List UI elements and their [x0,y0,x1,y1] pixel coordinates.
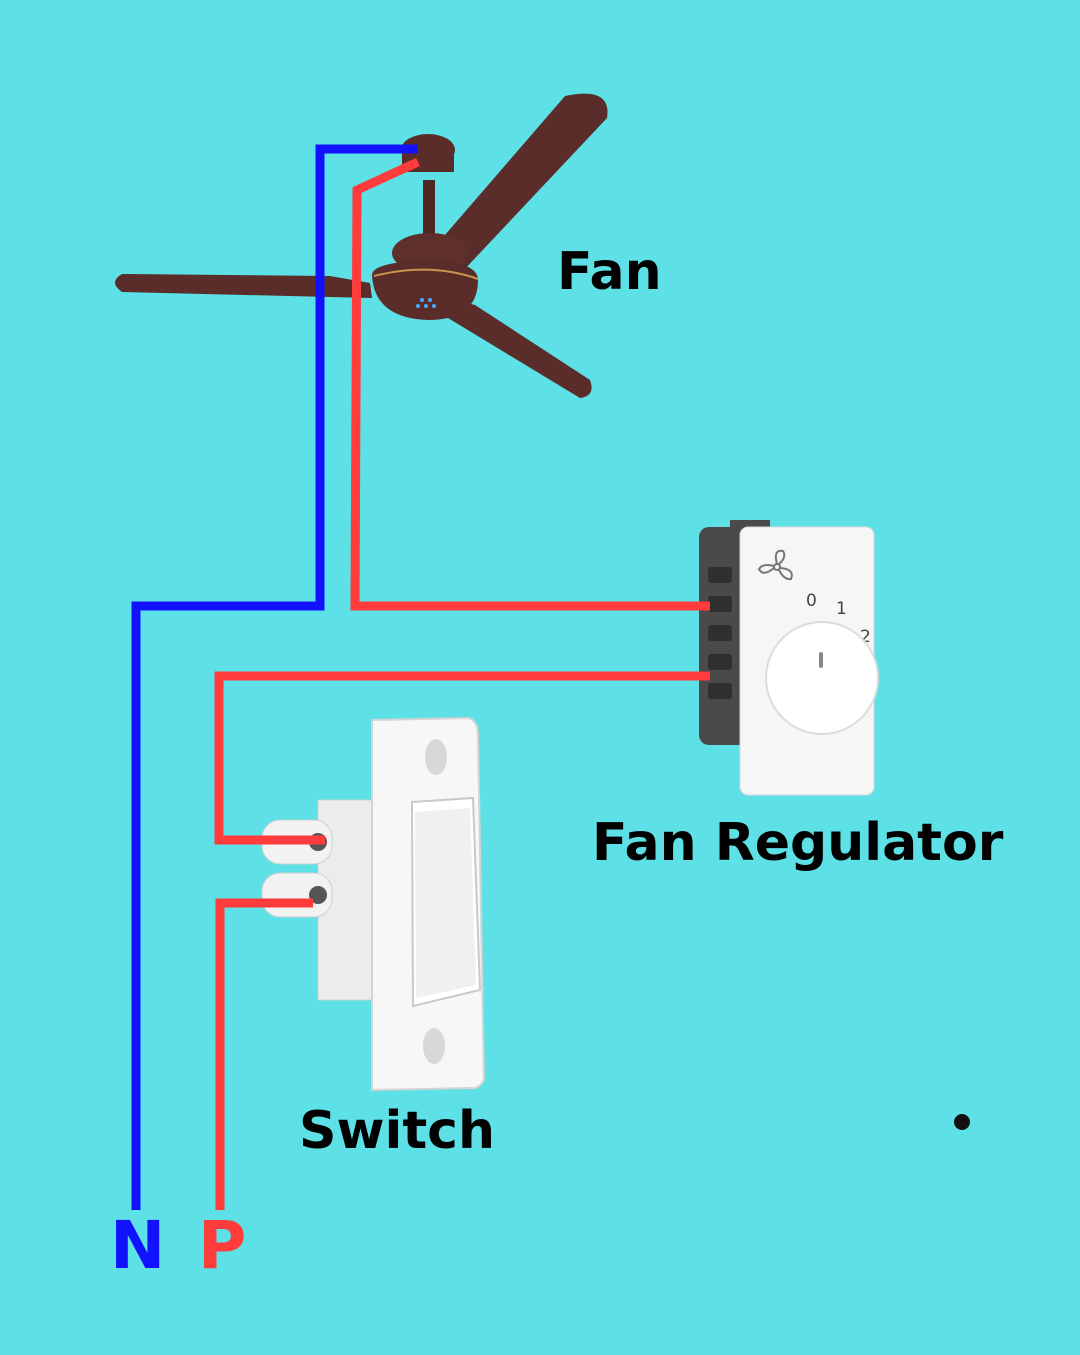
wires [131,144,710,1210]
dial-mark-1: 1 [836,599,847,619]
fan-symbol-icon [757,549,793,581]
fan-regulator: 0 1 2 [699,520,879,796]
phase-wire-regulator-to-switch [214,671,710,845]
switch-screw-hole-top [425,739,447,775]
switch-label: Switch [299,1101,496,1161]
phase-wire-supply [215,898,313,1210]
regulator-terminal-slots [708,567,732,699]
fan-blade-lower [448,300,592,398]
fan-trim-ring [373,268,479,280]
fan-indicator-dots [416,298,436,308]
fan-blade-left [115,274,372,298]
fan-label: Fan [557,242,662,302]
phase-label: P [198,1207,247,1284]
switch-screw-hole-bottom [423,1028,445,1064]
fan-motor-body [372,260,478,320]
neutral-label: N [110,1207,166,1284]
dial-mark-0: 0 [806,591,817,611]
fan-regulator-label: Fan Regulator [592,813,1004,873]
dial-mark-2: 2 [860,627,871,647]
neutral-wire [131,144,418,1210]
terminal-screw-lower [309,886,327,904]
dot-marker [954,1114,970,1130]
regulator-knob[interactable] [765,621,879,735]
fan-blade-upper [432,93,608,272]
ceiling-fan [115,93,608,398]
knob-indicator [819,652,823,668]
phase-wire-fan-to-regulator [350,157,710,611]
